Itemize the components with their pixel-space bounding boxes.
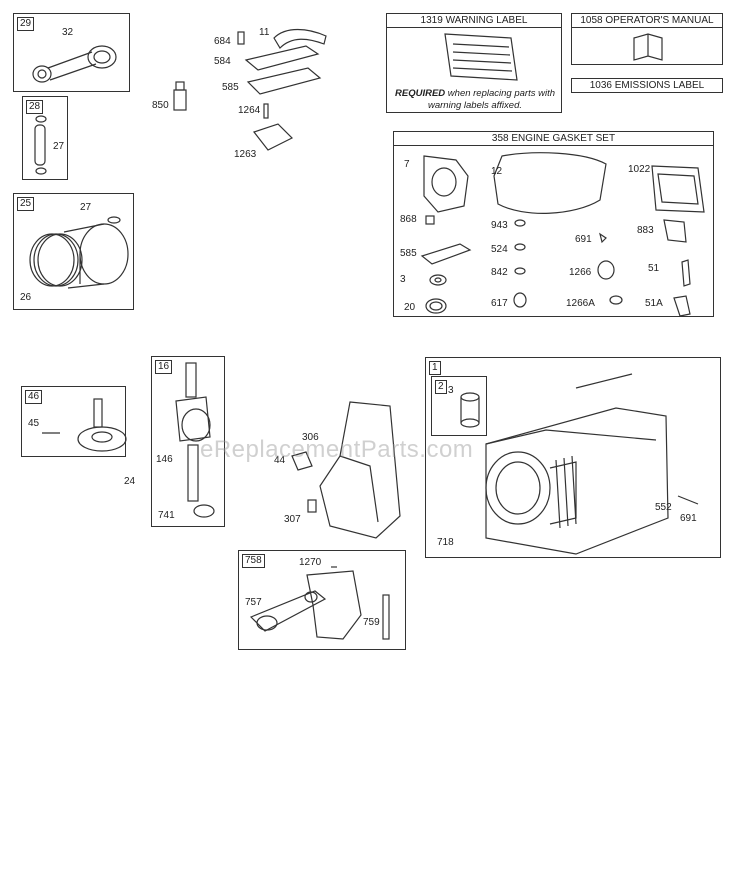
part-group-tag: 2 (435, 380, 447, 394)
part-label[interactable]: 868 (400, 214, 417, 225)
part-label[interactable]: 691 (575, 234, 592, 245)
warning-required-text: when replacing parts with warning labels… (428, 88, 555, 111)
operators-manual-box[interactable]: 1058 OPERATOR'S MANUAL (571, 13, 723, 65)
part-label[interactable]: 51A (645, 298, 663, 309)
part-label[interactable]: 27 (80, 202, 92, 213)
part-label[interactable]: 32 (62, 27, 74, 38)
part-label[interactable]: 3 (400, 274, 406, 285)
part-label[interactable]: 27 (53, 141, 65, 152)
part-group-28[interactable]: 28 27 (22, 96, 68, 180)
part-group-46[interactable]: 46 45 (21, 386, 127, 457)
part-label[interactable]: 584 (214, 56, 231, 67)
gasket-set-title: 358 ENGINE GASKET SET (394, 132, 713, 146)
part-label[interactable]: 12 (491, 166, 503, 177)
part-group-tag: 28 (26, 100, 44, 114)
operators-manual-title: 1058 OPERATOR'S MANUAL (572, 14, 722, 28)
part-label[interactable]: 307 (284, 514, 301, 525)
piston-pin-drawing (34, 115, 47, 175)
part-label[interactable]: 44 (274, 455, 286, 466)
warning-required-note: REQUIRED when replacing parts with warni… (391, 88, 559, 112)
part-label[interactable]: 11 (259, 27, 270, 38)
part-label[interactable]: 20 (404, 302, 416, 313)
part-label[interactable]: 1263 (234, 149, 257, 160)
part-group-2[interactable]: 2 3 (431, 376, 487, 436)
warning-required-bold: REQUIRED (395, 88, 446, 99)
part-label[interactable]: 1266 (569, 267, 592, 278)
part-group-tag: 16 (155, 360, 173, 374)
part-label[interactable]: 51 (648, 263, 660, 274)
part-label[interactable]: 45 (28, 418, 40, 429)
part-label[interactable]: 850 (152, 100, 169, 111)
part-group-29[interactable]: 29 32 (13, 13, 130, 92)
part-label[interactable]: 146 (156, 454, 173, 465)
piston-and-rings-drawing (29, 216, 129, 289)
part-label[interactable]: 24 (124, 476, 136, 487)
part-group-758[interactable]: 758 1270 757 759 (238, 550, 406, 650)
part-group-1[interactable]: 1 552 691 718 2 3 (425, 357, 721, 558)
watermark: eReplacementParts.com (200, 436, 474, 463)
valve-assembly-drawing (249, 566, 390, 640)
part-label[interactable]: 3 (448, 385, 454, 396)
part-group-tag: 29 (17, 17, 35, 31)
part-label[interactable]: 617 (491, 298, 508, 309)
part-label[interactable]: 943 (491, 220, 508, 231)
part-group-tag: 46 (25, 390, 43, 404)
breather-parts-drawing (173, 28, 327, 151)
blower-housing-drawing (291, 401, 401, 539)
part-label[interactable]: 524 (491, 244, 508, 255)
part-label[interactable]: 306 (302, 432, 319, 443)
part-label[interactable]: 7 (404, 159, 410, 170)
warning-label-box[interactable]: 1319 WARNING LABEL REQUIRED when replaci… (386, 13, 562, 113)
part-label[interactable]: 718 (437, 537, 454, 548)
cylinder-block-drawing (485, 373, 699, 555)
part-label[interactable]: 585 (222, 82, 239, 93)
crankshaft-drawing (175, 362, 215, 518)
part-group-tag: 758 (242, 554, 265, 568)
part-label[interactable]: 741 (158, 510, 175, 521)
part-label[interactable]: 1266A (566, 298, 595, 309)
part-label[interactable]: 585 (400, 248, 417, 259)
part-label[interactable]: 759 (363, 617, 380, 628)
part-label[interactable]: 757 (245, 597, 262, 608)
manual-book-icon (633, 33, 663, 61)
warning-label-drawing (444, 33, 518, 81)
gasket-set-drawing (420, 152, 705, 317)
engine-gasket-set-box[interactable]: 358 ENGINE GASKET SET 7 12 1022 868 943 … (393, 131, 714, 317)
cylinder-sleeve-drawing (460, 392, 480, 428)
part-label[interactable]: 691 (680, 513, 697, 524)
part-label[interactable]: 1264 (238, 105, 261, 116)
part-group-tag: 1 (429, 361, 441, 375)
part-label[interactable]: 684 (214, 36, 231, 47)
connecting-rod-drawing (32, 45, 117, 83)
part-label[interactable]: 1022 (628, 164, 651, 175)
emissions-label-box[interactable]: 1036 EMISSIONS LABEL (571, 78, 723, 93)
warning-label-title: 1319 WARNING LABEL (387, 14, 561, 28)
part-group-tag: 25 (17, 197, 35, 211)
camshaft-gear-drawing (42, 398, 127, 452)
part-label[interactable]: 26 (20, 292, 32, 303)
part-group-16[interactable]: 16 146 741 (151, 356, 225, 527)
part-label[interactable]: 1270 (299, 557, 322, 568)
part-group-25[interactable]: 25 27 26 (13, 193, 134, 310)
part-label[interactable]: 552 (655, 502, 672, 513)
part-label[interactable]: 842 (491, 267, 508, 278)
emissions-label-title: 1036 EMISSIONS LABEL (589, 80, 705, 91)
part-label[interactable]: 883 (637, 225, 654, 236)
